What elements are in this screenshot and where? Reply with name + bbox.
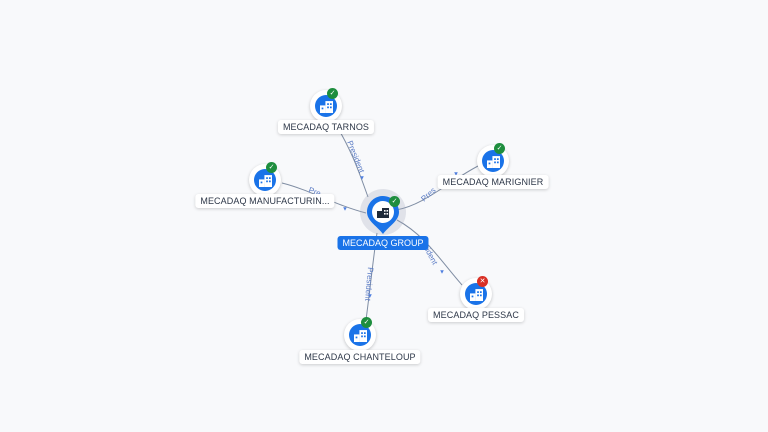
building-icon [482,150,504,172]
building-icon [254,169,276,191]
node-label[interactable]: MECADAQ CHANTELOUP [299,350,421,364]
node-circle: ✓ [477,143,509,177]
edge-label: Pres [419,186,437,204]
edge-arrow-icon [454,172,458,176]
edge-arrow-icon [360,176,364,180]
node-label[interactable]: MECADAQ MARIGNIER [437,175,549,189]
status-badge: ✓ [494,143,505,154]
edge-label: President [345,139,366,174]
status-badge: ✓ [266,162,277,173]
edge-label: President [363,267,375,302]
node-label[interactable]: MECADAQ MANUFACTURIN... [195,194,335,208]
status-badge: ✕ [477,276,488,287]
edge-arrow-icon [343,207,347,211]
building-icon [349,324,371,346]
node-circle: ✕ [460,276,492,310]
edge-arrow-icon [368,294,372,298]
node-circle: ✓ [310,88,342,122]
node-circle: ✓ [344,317,376,351]
building-icon [377,208,389,218]
status-badge: ✓ [361,317,372,328]
edge-arrow-icon [440,270,444,274]
node-label[interactable]: MECADAQ PESSAC [428,308,524,322]
node-circle: ✓ [249,162,281,196]
status-badge: ✓ [327,88,338,99]
edge-line [396,219,463,286]
status-badge: ✓ [389,196,400,207]
node-label[interactable]: MECADAQ TARNOS [277,120,375,134]
edge-line [395,164,481,211]
building-icon [315,95,337,117]
center-node-label[interactable]: MECADAQ GROUP [337,236,429,250]
building-icon [465,283,487,305]
